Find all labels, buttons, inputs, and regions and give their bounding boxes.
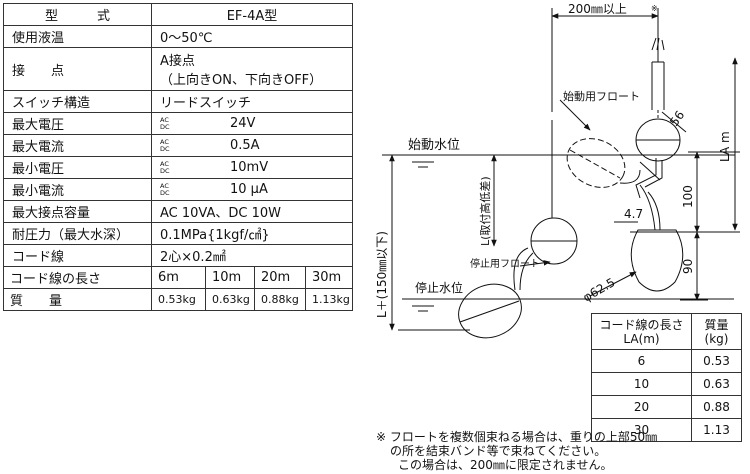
mass-table-mass-header: 質量 (kg) — [691, 313, 742, 350]
ac-label: AC — [160, 159, 169, 168]
note: ※ フロートを複数個束ねる場合は、重りの上部50㎜ の所を結束バンド等で束ねてく… — [376, 430, 657, 472]
start-level-label: 始動水位 — [408, 138, 460, 153]
ac-label: AC — [160, 115, 169, 124]
dim-200-asterisk: ※ — [651, 4, 658, 13]
start-float-label: 始動用フロート — [563, 89, 640, 103]
cord-length-row: コード線の長さ 6m 10m 20m 30m — [3, 266, 353, 289]
spec-label: 最大電流 — [3, 134, 152, 157]
spec-row: 最大接点容量 AC 10VA、DC 10W — [3, 200, 353, 223]
cord-length-cell: 20m — [254, 266, 306, 289]
dc-label: DC — [160, 122, 170, 131]
mass-table-mass: 0.63 — [691, 372, 742, 396]
ac-label: AC — [160, 137, 169, 146]
mass-cell: 0.53kg — [151, 288, 206, 311]
mass-table-length: 6 — [591, 349, 692, 373]
dc-label: DC — [160, 144, 170, 153]
rating-value: 10 μA — [230, 182, 268, 197]
mass-cell: 0.88kg — [254, 288, 306, 311]
mass-table-length: 10 — [591, 372, 692, 396]
stop-level-label: 停止水位 — [415, 280, 463, 295]
weight-bob — [630, 229, 684, 292]
dim-100-label: 100 — [681, 185, 695, 208]
mass-cell: 0.63kg — [205, 288, 255, 311]
rating-value: 0.5A — [230, 138, 260, 153]
spec-label: 最小電圧 — [3, 156, 152, 179]
note-line: この場合は、200㎜に限定されません。 — [398, 458, 613, 472]
stop-float-label: 停止用フロート — [470, 257, 540, 270]
dim-la-label: LA m — [718, 131, 732, 162]
dim-l-total-label: L＋(150㎜以下) — [375, 231, 389, 318]
weight-float — [458, 283, 522, 339]
contact-direction: （上向きON、下向きOFF） — [160, 73, 323, 88]
spec-value: A接点 （上向きON、下向きOFF） — [151, 47, 353, 91]
contact-type: A接点 — [160, 54, 195, 69]
dim-4-7-label: 4.7 — [624, 207, 643, 221]
dc-label: DC — [160, 188, 170, 197]
mass-table-mass: 1.13 — [691, 418, 742, 442]
mass-table-mass: 0.88 — [691, 395, 742, 419]
mass-table-header: コード線の長さ LA(m) 質量 (kg) — [591, 313, 742, 350]
spec-row: コード線 2心×0.2㎟ — [3, 244, 353, 267]
dim-90-label: 90 — [681, 259, 695, 274]
spec-row: 接 点 A接点 （上向きON、下向きOFF） — [3, 47, 353, 91]
spec-label: 最大電圧 — [3, 112, 152, 135]
mass-table-length: 20 — [591, 395, 692, 419]
dc-label: DC — [160, 166, 170, 175]
ac-label: AC — [160, 181, 169, 190]
dim-56-label: 56 — [667, 108, 687, 129]
note-line: の所を結束バンド等で束ねてください。 — [390, 444, 607, 458]
cord-length-label: コード線の長さ — [3, 266, 152, 289]
rating-value: 10mV — [230, 160, 269, 175]
cable — [651, 40, 665, 110]
spec-label: 接 点 — [3, 47, 152, 91]
mass-cell: 1.13kg — [305, 288, 353, 311]
mass-table-mass: 0.53 — [691, 349, 742, 373]
mass-label: 質 量 — [3, 288, 152, 311]
dim-l-label: L(取付高低差) — [478, 176, 492, 246]
mass-row: 質 量 0.53kg 0.63kg 0.88kg 1.13kg — [3, 288, 353, 311]
spec-table: 型 式 EF-4A型 使用液温 0～50℃ 接 点 A接点 （上向きON、下向き… — [3, 3, 353, 311]
start-float — [566, 138, 626, 188]
rating-value: 24V — [230, 116, 256, 131]
mass-table-length: 30 — [591, 418, 692, 442]
spec-value: 0.1MPa{1kgf/㎠} — [151, 222, 353, 245]
dim-dia-label: φ62.5 — [581, 275, 618, 304]
mass-table-length-header: コード線の長さ LA(m) — [591, 313, 692, 350]
dim-200-label: 200㎜以上 — [568, 2, 627, 16]
spec-value: AC 10VA、DC 10W — [151, 200, 353, 223]
spec-value: 2心×0.2㎟ — [151, 244, 353, 267]
spec-label: コード線 — [3, 244, 152, 267]
note-line: ※ フロートを複数個束ねる場合は、重りの上部50㎜ — [376, 430, 658, 444]
